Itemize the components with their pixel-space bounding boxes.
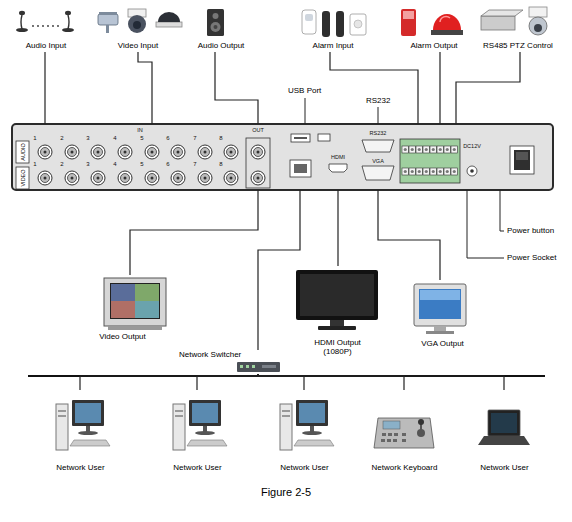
device-label: Network User — [480, 463, 528, 473]
panel-label: VIDEO — [19, 169, 26, 186]
connector — [330, 52, 418, 124]
device-label: RS485 PTZ Control — [483, 41, 553, 51]
device-label: Network Keyboard — [372, 463, 438, 473]
channel-number: 6 — [166, 135, 169, 142]
connector — [258, 190, 300, 350]
device-label: Network User — [56, 463, 104, 473]
channel-number: 1 — [33, 161, 36, 168]
connector — [138, 52, 152, 124]
connector — [378, 190, 440, 280]
device-node: Video Input — [92, 6, 184, 52]
device-node: Alarm Input — [296, 6, 370, 52]
device-label: Network User — [280, 463, 328, 473]
device-node: Audio Input — [10, 6, 82, 52]
device-label: Audio Input — [26, 41, 66, 51]
channel-number: 2 — [60, 135, 63, 142]
panel-label: OUT — [252, 127, 264, 134]
speaker-icon — [207, 9, 224, 36]
channel-number: 7 — [193, 135, 196, 142]
connector — [258, 374, 504, 390]
channel-number: 4 — [113, 135, 116, 142]
device-label: Audio Output — [198, 41, 245, 51]
panel-label: VGA — [372, 158, 384, 165]
part-label: Power button — [507, 226, 554, 236]
channel-number: 6 — [166, 161, 169, 168]
device-node: RS485 PTZ Control — [476, 6, 560, 52]
computer-icon — [56, 400, 110, 450]
figure-caption: Figure 2-5 — [261, 486, 311, 499]
device-label: Video Input — [118, 41, 158, 51]
siren-icon — [401, 9, 463, 36]
panel-label: RS232 — [370, 130, 387, 137]
device-node: Network User — [462, 390, 547, 474]
device-label: Network Switcher — [179, 350, 241, 360]
connector — [439, 52, 440, 124]
channel-number: 5 — [140, 135, 143, 142]
channel-number: 4 — [113, 161, 116, 168]
connector — [456, 52, 520, 124]
dvr-rear-panel — [12, 124, 553, 190]
switch-icon — [237, 362, 280, 372]
channel-number: 7 — [193, 161, 196, 168]
monitor-icon — [104, 278, 166, 330]
dvr-panel: AUDIO VIDEO IN OUT RS232HDMI VGA DC12V — [12, 124, 553, 190]
device-node: Alarm Output — [394, 6, 474, 52]
monitor-icon — [414, 284, 466, 334]
computer-icon — [173, 400, 227, 450]
ptz-icon — [481, 7, 547, 35]
channel-number: 8 — [219, 135, 222, 142]
panel-label: IN — [137, 127, 143, 134]
connector — [337, 190, 338, 266]
computer-icon — [280, 400, 334, 450]
part-label: Power Socket — [507, 253, 556, 263]
microphone-icon — [16, 11, 74, 32]
device-label: VGA Output — [421, 339, 464, 349]
connector — [130, 190, 258, 275]
device-node: Network User — [155, 390, 240, 474]
device-node: Network User — [38, 390, 123, 474]
connector — [44, 52, 45, 124]
switch-node: Network Switcher — [175, 350, 285, 374]
panel-label: HDMI — [331, 154, 345, 161]
part-label: USB Port — [288, 86, 321, 96]
device-node: Audio Output — [188, 6, 254, 52]
device-label: HDMI Output (1080P) — [308, 338, 368, 357]
device-label: Alarm Output — [410, 41, 457, 51]
channel-number: 5 — [140, 161, 143, 168]
channel-number: 2 — [60, 161, 63, 168]
leader-line — [305, 98, 504, 258]
channel-number: 3 — [86, 135, 89, 142]
device-label: Network User — [173, 463, 221, 473]
laptop-icon — [478, 410, 530, 445]
part-label: RS232 — [366, 96, 390, 106]
camera-icon — [98, 9, 182, 33]
device-node: Video Output — [70, 275, 175, 343]
device-label: Video Output — [99, 332, 146, 342]
channel-number: 8 — [219, 161, 222, 168]
panel-label: AUDIO — [19, 143, 26, 160]
device-node: Network Keyboard — [362, 390, 447, 474]
channel-number: 3 — [86, 161, 89, 168]
device-node: Network User — [262, 390, 347, 474]
device-node: HDMI Output (1080P) — [285, 266, 390, 358]
channel-number: 1 — [33, 135, 36, 142]
connector — [197, 374, 258, 390]
sensor-icon — [302, 10, 366, 37]
keyboard-icon — [374, 418, 434, 448]
connector — [215, 52, 258, 124]
device-label: Alarm Input — [313, 41, 354, 51]
panel-label: DC12V — [463, 143, 481, 150]
device-node: VGA Output — [400, 280, 485, 350]
tv-icon — [296, 270, 378, 330]
connector — [80, 374, 258, 390]
